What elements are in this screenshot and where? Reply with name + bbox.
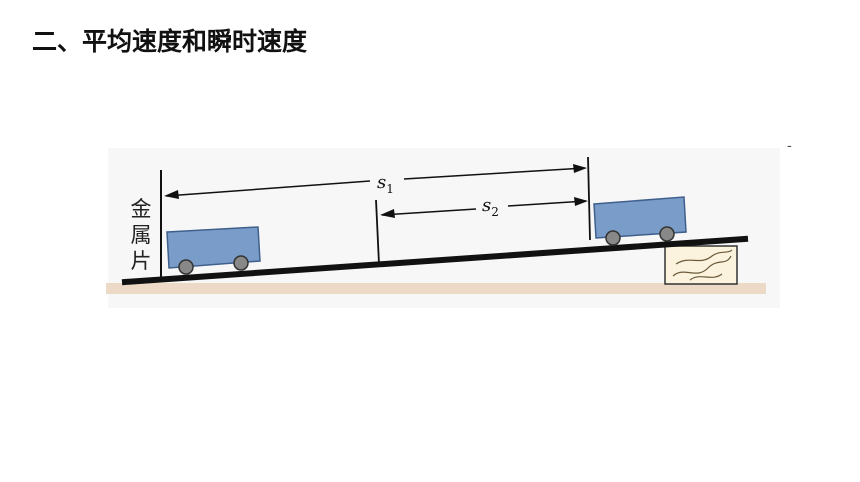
wheel-icon (178, 259, 194, 275)
metal-plate-label-char: 片 (130, 249, 152, 273)
inclined-track (121, 235, 749, 286)
wood-block (664, 245, 738, 285)
cart-right (593, 196, 687, 246)
end-mark (587, 156, 591, 241)
s2-dimension: s2 (380, 195, 588, 219)
wheel-icon (233, 255, 249, 271)
metal-plate-label-char: 金 (130, 197, 152, 221)
ground (106, 283, 766, 294)
page-title: 二、平均速度和瞬时速度 (32, 27, 308, 56)
metal-plate-label: 金 属 片 (128, 196, 154, 274)
s2-label: s2 (482, 195, 499, 219)
metal-plate-label-char: 属 (130, 223, 152, 247)
s1-label: s1 (377, 172, 394, 196)
start-mark-s2 (375, 199, 380, 265)
stray-mark: - (787, 138, 792, 154)
s1-dimension: s1 (164, 164, 587, 199)
wheel-icon (605, 230, 621, 246)
cart-left (166, 226, 261, 275)
wheel-icon (659, 226, 675, 242)
